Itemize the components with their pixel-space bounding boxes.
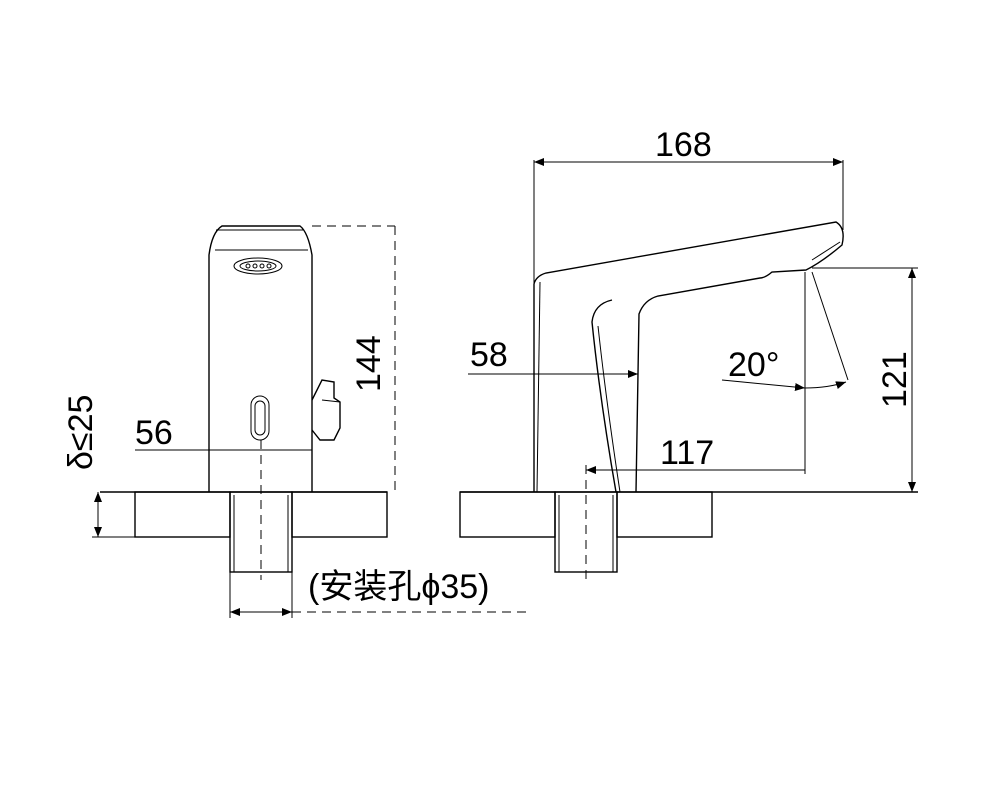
side-countertop-right (616, 491, 713, 538)
side-view: 168 58 117 121 20° (459, 126, 918, 580)
dim-side-body-offset-label: 58 (470, 336, 508, 374)
dim-side-spout-height-label: 121 (876, 351, 914, 408)
dim-side-spout-reach: 117 (586, 272, 806, 474)
dim-front-height: 144 (312, 225, 396, 492)
dim-side-length-label: 168 (655, 126, 712, 164)
front-countertop-left (134, 491, 231, 538)
dim-mounting-hole: (安装孔ϕ35) (229, 568, 528, 618)
dim-side-spout-reach-label: 117 (660, 434, 714, 472)
dim-counter-thickness: δ≤25 (62, 395, 135, 538)
mounting-hole-note: (安装孔ϕ35) (308, 568, 490, 606)
side-faucet-body (533, 221, 844, 493)
front-mounting-shank (229, 440, 293, 580)
dim-side-length: 168 (533, 126, 844, 284)
front-faucet-body (208, 225, 341, 492)
dim-side-spout-height: 121 (812, 267, 918, 492)
dim-front-width-label: 56 (135, 414, 173, 452)
dim-counter-thickness-label: δ≤25 (62, 395, 100, 470)
aerator-icon (233, 257, 283, 275)
front-view: 144 56 δ≤25 (安装孔ϕ35) (62, 225, 528, 618)
dim-front-height-label: 144 (350, 335, 388, 392)
dim-spout-angle: 20° (721, 271, 849, 392)
side-knob-icon (311, 379, 341, 441)
dim-front-width: 56 (135, 414, 312, 456)
side-mounting-shank (554, 465, 618, 580)
dim-spout-angle-label: 20° (728, 346, 779, 384)
sensor-window-icon (250, 395, 270, 441)
front-countertop-right (291, 491, 388, 538)
dim-side-body-offset: 58 (468, 336, 638, 380)
side-countertop-left (459, 491, 556, 538)
